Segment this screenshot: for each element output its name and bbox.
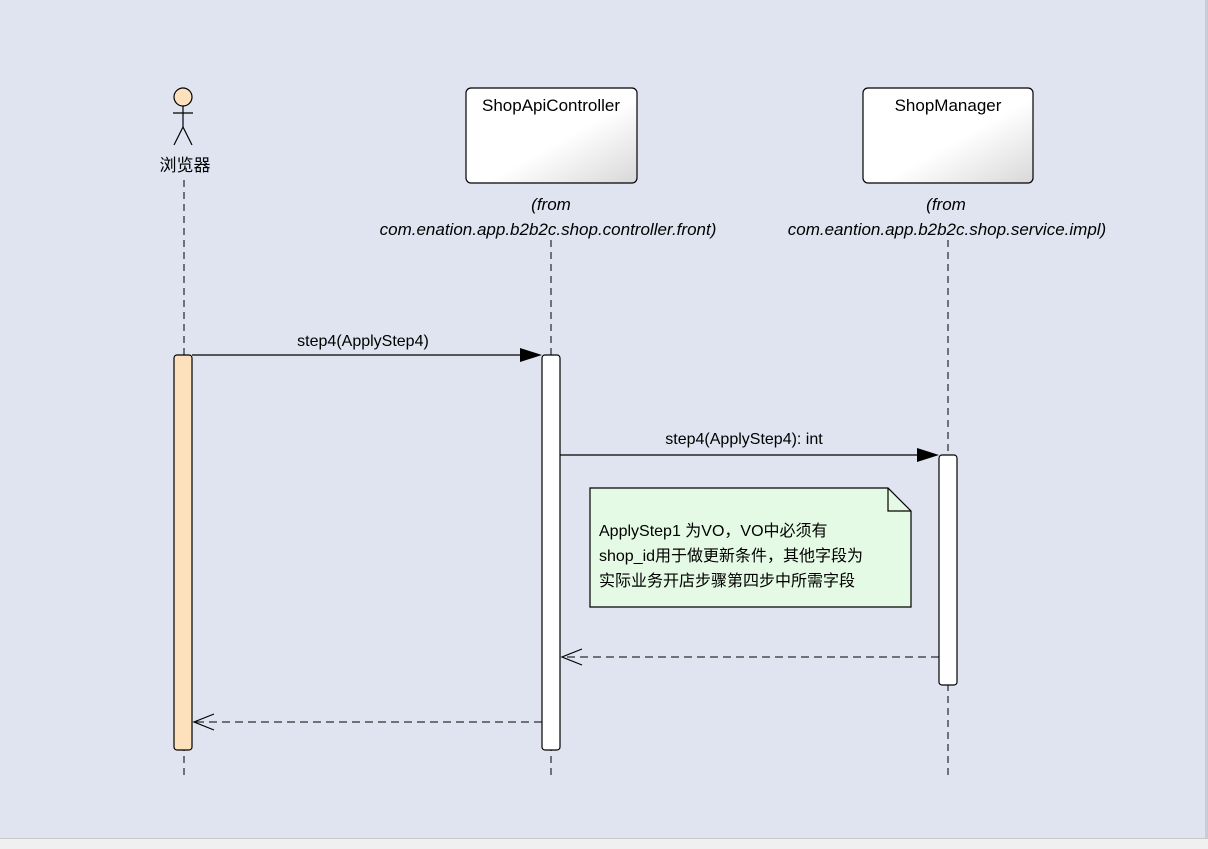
manager-from-line1: (from	[926, 195, 966, 214]
message-step4-call[interactable]: step4(ApplyStep4)	[192, 333, 542, 362]
controller-from-line1: (from	[531, 195, 571, 214]
canvas-border	[1205, 0, 1208, 838]
participant-manager[interactable]: ShopManager (from com.eantion.app.b2b2c.…	[788, 87, 1106, 239]
open-arrowhead-icon	[192, 713, 215, 731]
message-step4-int-label: step4(ApplyStep4): int	[665, 431, 823, 448]
activation-browser[interactable]	[173, 354, 193, 751]
note-line-3: 实际业务开店步骤第四步中所需字段	[599, 572, 855, 590]
controller-label: ShopApiController	[482, 96, 620, 115]
horizontal-scrollbar[interactable]	[0, 838, 1208, 849]
actor-browser-label: 浏览器	[160, 156, 211, 175]
return-controller-to-browser[interactable]	[192, 713, 542, 731]
controller-from-line2: com.enation.app.b2b2c.shop.controller.fr…	[380, 220, 717, 239]
message-step4-int-call[interactable]: step4(ApplyStep4): int	[560, 431, 939, 462]
note-body	[589, 487, 912, 608]
note[interactable]: ApplyStep1 为VO，VO中必须有 shop_id用于做更新条件，其他字…	[589, 487, 912, 608]
filled-arrowhead-icon	[520, 348, 542, 362]
message-step4-label: step4(ApplyStep4)	[297, 333, 429, 350]
manager-from-line2: com.eantion.app.b2b2c.shop.service.impl)	[788, 220, 1106, 239]
note-line-1: ApplyStep1 为VO，VO中必须有	[599, 522, 828, 540]
manager-box	[862, 87, 1034, 184]
actor-browser[interactable]: 浏览器	[160, 87, 211, 175]
filled-arrowhead-icon	[917, 448, 939, 462]
return-manager-to-controller[interactable]	[560, 648, 939, 666]
note-line-2: shop_id用于做更新条件，其他字段为	[599, 547, 863, 565]
controller-box	[465, 87, 638, 184]
open-arrowhead-icon	[560, 648, 583, 666]
manager-label: ShopManager	[895, 96, 1002, 115]
activation-controller[interactable]	[541, 354, 561, 751]
participant-controller[interactable]: ShopApiController (from com.enation.app.…	[380, 87, 717, 239]
activation-manager[interactable]	[938, 454, 958, 686]
actor-head	[173, 87, 193, 107]
note-fold-icon	[887, 488, 911, 512]
